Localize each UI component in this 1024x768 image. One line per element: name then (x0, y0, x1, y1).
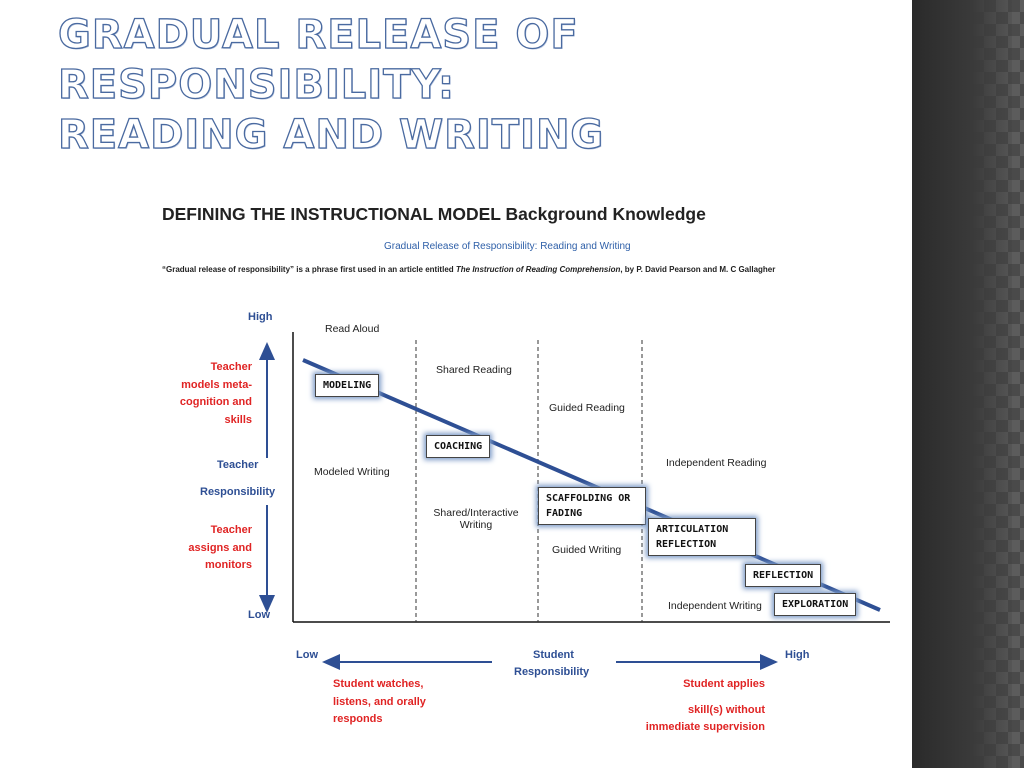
decorative-sidebar (912, 0, 1024, 768)
quote-article-title: The Instruction of Reading Comprehension (455, 265, 621, 274)
y-axis-label-line-2: Responsibility (200, 486, 276, 498)
note-line: skills (224, 413, 252, 426)
note-line: Teacher (210, 524, 252, 536)
y-axis-low-label: Low (248, 609, 270, 621)
x-axis-label-line-1: Student (533, 649, 574, 661)
figure-heading: DEFINING THE INSTRUCTIONAL MODEL Backgro… (162, 204, 706, 224)
stage-read-aloud: Read Aloud (325, 323, 380, 335)
stage-modeled-writing: Modeled Writing (314, 466, 390, 478)
figure-subheading: Gradual Release of Responsibility: Readi… (384, 241, 631, 252)
student-applies-note: Student applies skill(s) without immedia… (605, 676, 765, 737)
x-axis-high-label: High (785, 649, 810, 661)
phase-reflection: REFLECTION (745, 564, 822, 587)
teacher-models-note: Teacher models meta- cognition and skill… (150, 359, 252, 429)
stage-shared-interactive-writing: Shared/Interactive Writing (433, 507, 519, 531)
phase-articulation-reflection: ARTICULATION REFLECTION (648, 518, 756, 556)
note-line: skill(s) without (688, 703, 765, 716)
note-line: Student applies (683, 678, 765, 690)
slide-title-line-2: RESPONSIBILITY: (57, 61, 455, 108)
quote-text-post: , by P. David Pearson and M. C Gallagher (620, 265, 776, 274)
figure-quote: “Gradual release of responsibility” is a… (162, 265, 775, 274)
x-axis-low-label: Low (296, 649, 318, 661)
slide-title: GRADUAL RELEASE OF RESPONSIBILITY: READI… (57, 10, 605, 160)
note-line: models meta- (181, 378, 252, 391)
phase-modeling: MODELING (315, 374, 380, 397)
teacher-assigns-note: Teacher assigns and monitors (150, 522, 252, 575)
note-line: Student watches, (333, 678, 424, 690)
phase-scaffolding-or-fading: SCAFFOLDING OR FADING (538, 487, 646, 525)
note-line: listens, and orally (333, 695, 426, 708)
note-line: assigns and (188, 541, 252, 554)
note-line: responds (333, 713, 383, 725)
quote-text-pre: “Gradual release of responsibility” is a… (162, 265, 454, 274)
y-axis-high-label: High (248, 311, 273, 323)
y-axis-label-line-1: Teacher (217, 459, 259, 471)
stage-independent-reading: Independent Reading (666, 457, 767, 469)
note-line: cognition and (179, 396, 252, 408)
note-line: monitors (204, 559, 252, 571)
phase-coaching: COACHING (426, 435, 491, 458)
note-line: immediate supervision (645, 721, 765, 733)
stage-guided-writing: Guided Writing (552, 544, 622, 556)
note-line: Teacher (210, 361, 252, 373)
stage-guided-reading: Guided Reading (549, 402, 625, 414)
slide-title-line-1: GRADUAL RELEASE OF (57, 11, 579, 58)
stage-independent-writing: Independent Writing (668, 600, 762, 612)
phase-exploration: EXPLORATION (774, 593, 857, 616)
stage-shared-reading: Shared Reading (436, 364, 512, 376)
x-axis-label-line-2: Responsibility (514, 666, 590, 678)
instructional-model-figure: DEFINING THE INSTRUCTIONAL MODEL Backgro… (150, 190, 910, 750)
student-watches-note: Student watches, listens, and orally res… (333, 676, 426, 729)
slide-title-line-3: READING AND WRITING (57, 111, 605, 158)
